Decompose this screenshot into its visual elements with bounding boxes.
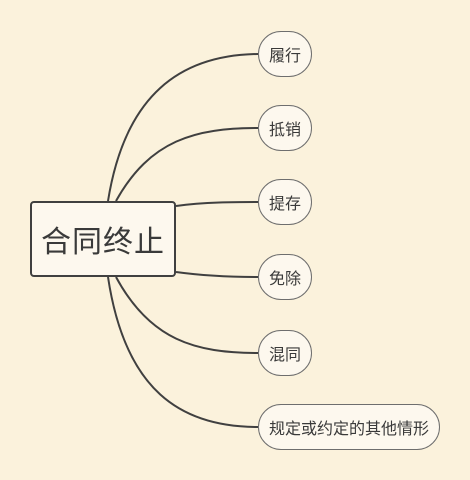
branch-node-4[interactable]: 免除 xyxy=(258,254,312,300)
branch-node-2[interactable]: 抵销 xyxy=(258,105,312,151)
connector-to-branch-4 xyxy=(175,271,259,278)
connector-to-branch-5 xyxy=(115,276,259,354)
root-topic-node[interactable]: 合同终止 xyxy=(30,201,176,277)
connector-to-branch-3 xyxy=(175,201,259,207)
branch-node-5[interactable]: 混同 xyxy=(258,330,312,376)
branch-label: 抵销 xyxy=(268,120,301,139)
branch-label: 规定或约定的其他情形 xyxy=(268,419,429,438)
branch-node-3[interactable]: 提存 xyxy=(258,179,312,225)
branch-label: 免除 xyxy=(268,269,301,288)
branch-node-6[interactable]: 规定或约定的其他情形 xyxy=(258,404,440,450)
connector-to-branch-2 xyxy=(115,127,259,202)
branch-node-1[interactable]: 履行 xyxy=(258,31,312,77)
root-topic-label: 合同终止 xyxy=(41,225,165,260)
branch-label: 提存 xyxy=(268,194,301,213)
branch-label: 混同 xyxy=(268,345,301,364)
connector-to-branch-6 xyxy=(107,276,259,428)
branch-label: 履行 xyxy=(268,46,301,65)
connector-to-branch-1 xyxy=(107,53,259,202)
